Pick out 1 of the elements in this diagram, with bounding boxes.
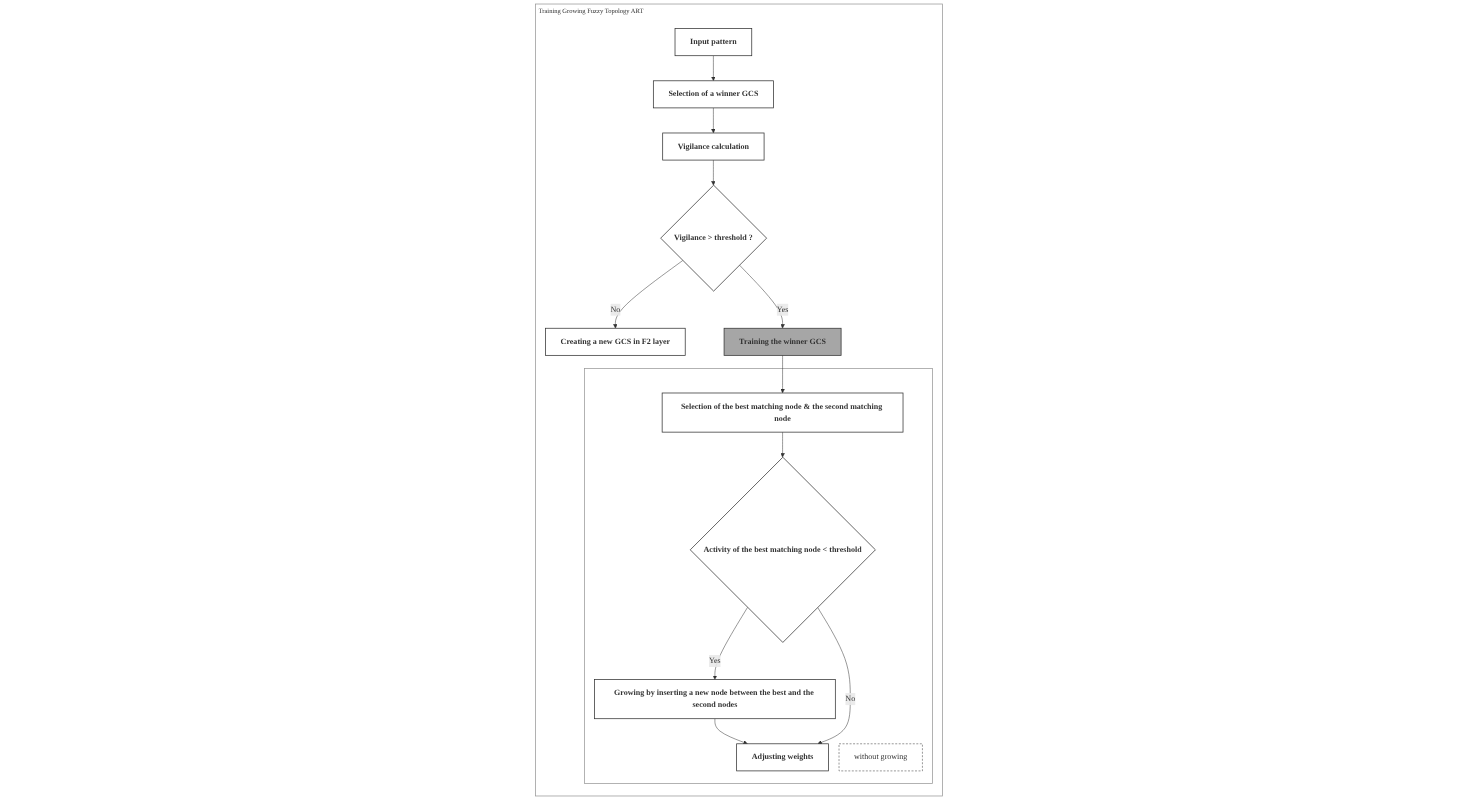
cluster [584,368,933,784]
